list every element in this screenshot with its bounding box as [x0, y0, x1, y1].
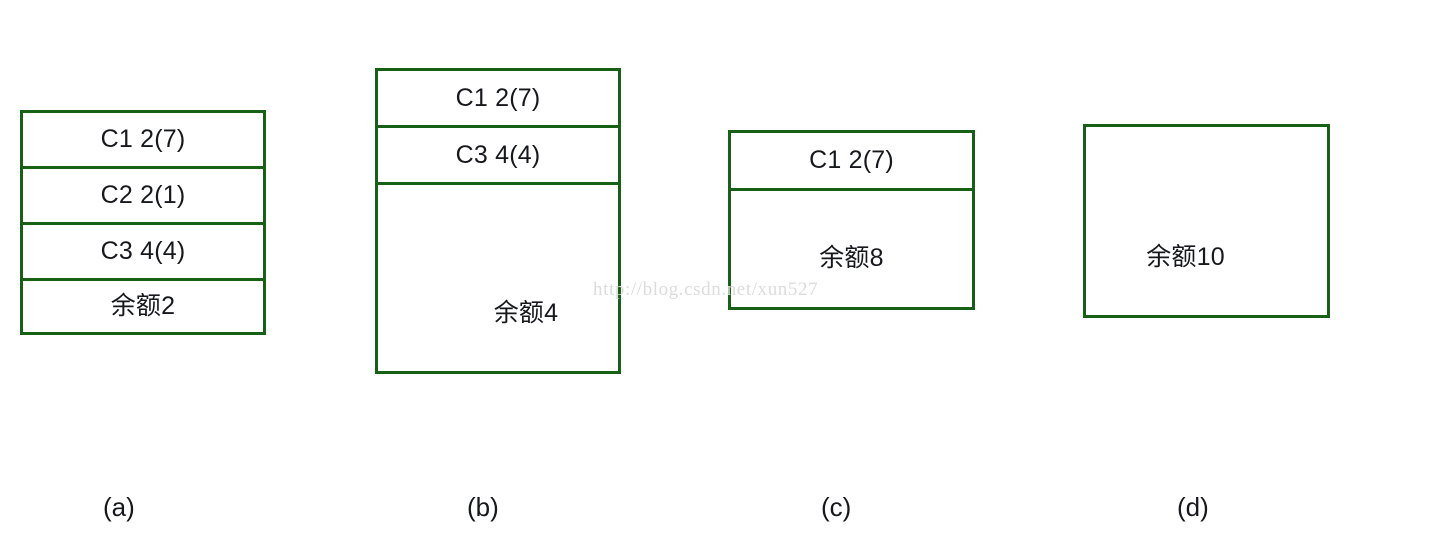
- memory-cell-free: 余额8: [731, 191, 972, 307]
- memory-cell-label: C3 4(4): [455, 140, 541, 169]
- memory-cell-label: 余额2: [110, 292, 176, 320]
- figure-caption-a: (a): [103, 492, 135, 522]
- memory-cell-label: C2 2(1): [100, 181, 186, 209]
- memory-cell: C3 4(4): [378, 128, 618, 185]
- memory-block-a: C1 2(7) C2 2(1) C3 4(4) 余额2: [20, 110, 266, 335]
- memory-cell-label: C1 2(7): [100, 125, 186, 153]
- figure-caption-d: (d): [1177, 492, 1209, 522]
- memory-cell-label: C1 2(7): [455, 83, 541, 112]
- figure-caption-b: (b): [467, 492, 499, 522]
- memory-cell: C1 2(7): [378, 71, 618, 128]
- memory-cell-label: 余额10: [1146, 243, 1225, 271]
- memory-cell: C3 4(4): [23, 225, 263, 281]
- memory-cell: C1 2(7): [23, 113, 263, 169]
- memory-cell-free: 余额4: [378, 185, 618, 371]
- memory-block-c: C1 2(7) 余额8: [728, 130, 975, 310]
- memory-cell-free: 余额2: [23, 281, 263, 332]
- figure-caption-c: (c): [821, 492, 852, 522]
- memory-cell: C1 2(7): [731, 133, 972, 191]
- memory-block-b: C1 2(7) C3 4(4) 余额4: [375, 68, 621, 374]
- memory-cell: C2 2(1): [23, 169, 263, 225]
- memory-cell-label: C1 2(7): [809, 146, 894, 174]
- memory-cell-label: C3 4(4): [100, 237, 186, 265]
- memory-cell-free: 余额10: [1086, 127, 1327, 315]
- memory-block-d: 余额10: [1083, 124, 1330, 318]
- memory-cell-label: 余额8: [819, 244, 884, 272]
- memory-cell-label: 余额4: [493, 299, 559, 327]
